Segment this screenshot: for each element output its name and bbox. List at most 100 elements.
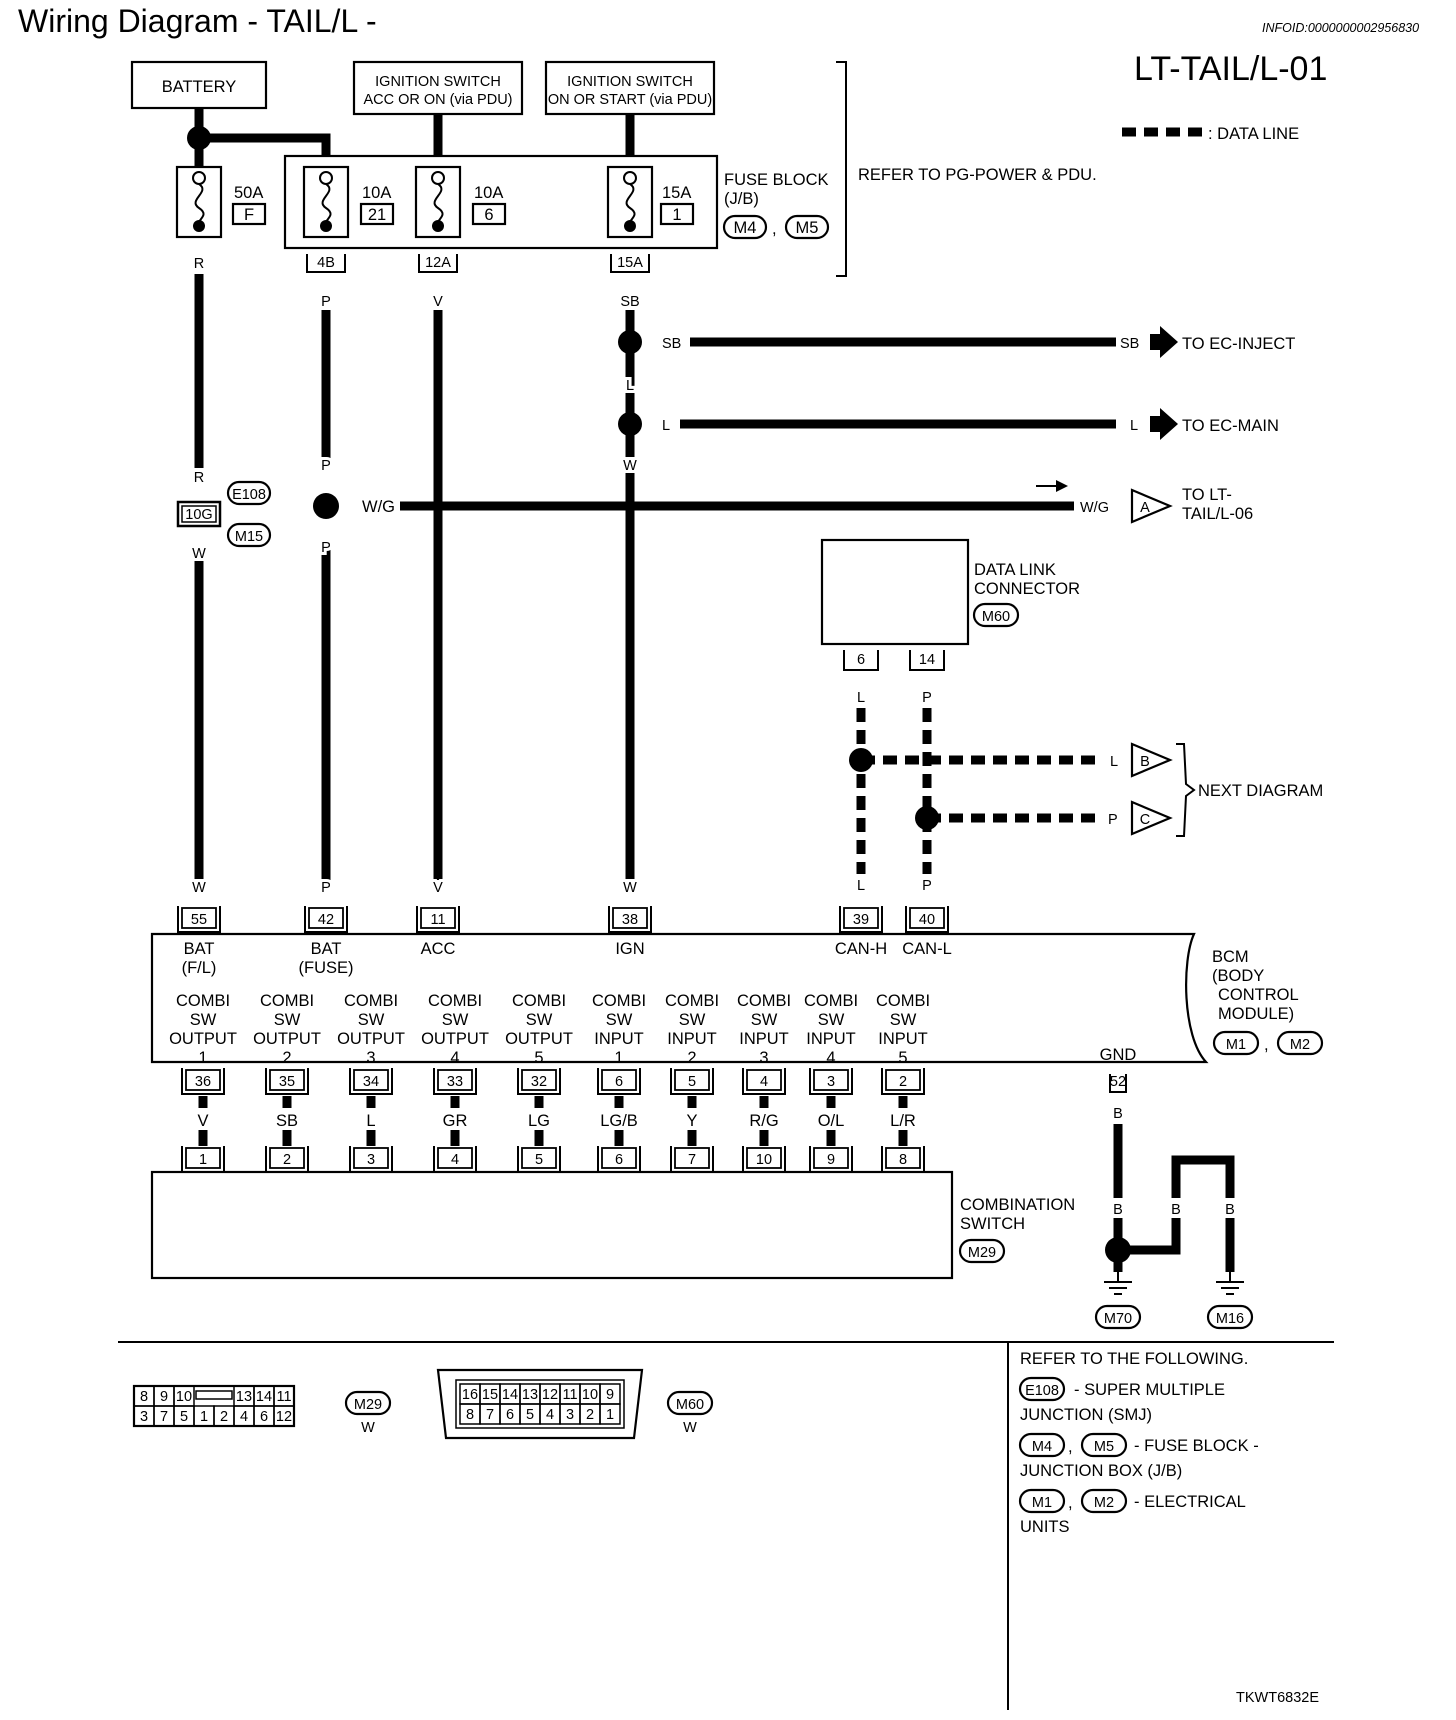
svg-text:,: , xyxy=(1068,1494,1073,1512)
bcm-top-pin-38: 38 xyxy=(608,906,652,933)
bcm-conn-m1: M1 xyxy=(1226,1037,1246,1053)
bcm-top-pin-38-label: 38 xyxy=(622,912,638,928)
fuse-10a-6-id: 6 xyxy=(484,206,493,224)
bcm-combi-pin-label: 6 xyxy=(615,1074,623,1090)
bcm-combi-pin: 35 xyxy=(265,1068,309,1095)
info-id: INFOID:0000000002956830 xyxy=(1262,21,1419,35)
m60-cavity: 8 xyxy=(466,1407,474,1423)
m29-view-color: W xyxy=(361,1420,375,1436)
m29-cavity: 12 xyxy=(276,1409,292,1425)
wire-w-4: W xyxy=(623,880,637,896)
ground-wire-b-3: B xyxy=(1171,1202,1181,1218)
fuse-block-conn-m4: M4 xyxy=(734,219,757,237)
fuse-10a-21-icon xyxy=(302,165,350,239)
arrow-ec-main-icon xyxy=(1150,408,1178,440)
ign-switch-acc-label-1: IGNITION SWITCH xyxy=(375,74,501,90)
ground-wires xyxy=(1104,1074,1244,1295)
bcm-ign: IGN xyxy=(615,940,644,958)
main-wires xyxy=(194,274,1116,880)
bcm-combi-label: 3 xyxy=(366,1049,375,1067)
combi-switch-pin-label: 1 xyxy=(199,1152,207,1168)
conn-e108: E108 xyxy=(232,487,266,503)
combi-switch-pin: 8 xyxy=(881,1146,925,1173)
dlc-pin-6: 6 xyxy=(857,652,865,668)
m60-cavity: 13 xyxy=(522,1387,538,1403)
branch-conn-b: B xyxy=(1140,754,1150,770)
fuse-15a-1-icon xyxy=(606,165,654,239)
wire-sb-3: SB xyxy=(1120,336,1139,352)
refer-m1-desc: - ELECTRICAL xyxy=(1134,1493,1246,1511)
next-diagram: NEXT DIAGRAM xyxy=(1198,782,1323,800)
branch-conn-c: C xyxy=(1140,812,1150,828)
bcm-combi-label: COMBI xyxy=(428,992,482,1010)
wire-r-2: R xyxy=(194,470,204,486)
bcm-combi-pin-label: 2 xyxy=(899,1074,907,1090)
ign-switch-start-label-1: IGNITION SWITCH xyxy=(567,74,693,90)
refer-m2: M2 xyxy=(1094,1495,1114,1511)
bcm-top-pin-39-label: 39 xyxy=(853,912,869,928)
refer-bracket xyxy=(836,61,847,277)
fuse-10a-6-icon xyxy=(414,165,462,239)
ground-wire-b-2: B xyxy=(1113,1202,1123,1218)
combi-wire-color: O/L xyxy=(818,1112,845,1130)
connector-a-icon xyxy=(1130,488,1173,524)
fuse-15a-1-id: 1 xyxy=(672,206,681,224)
bcm-combi-label: INPUT xyxy=(806,1030,856,1048)
combi-switch-pin-label: 2 xyxy=(283,1152,291,1168)
bcm-top-pin-55-label: 55 xyxy=(191,912,207,928)
diagram-id: LT-TAIL/L-01 xyxy=(1134,50,1327,88)
bcm-combi-pin: 2 xyxy=(881,1068,925,1095)
wire-l-dlc-3: L xyxy=(1110,754,1118,770)
wire-v-2: V xyxy=(433,880,443,896)
bcm-name-3: CONTROL xyxy=(1218,986,1299,1004)
bcm-bat-fl-2: (F/L) xyxy=(182,959,217,977)
bcm-combi-pin: 4 xyxy=(742,1068,786,1095)
bcm-combi-label: COMBI xyxy=(512,992,566,1010)
refer-e108-desc: - SUPER MULTIPLE xyxy=(1074,1381,1225,1399)
pin-4b: 4B xyxy=(317,255,335,271)
dlc-conn-m60: M60 xyxy=(982,609,1010,625)
ign-switch-acc-label-2: ACC OR ON (via PDU) xyxy=(363,92,512,108)
bcm-combi-label: SW xyxy=(274,1011,301,1029)
combi-switch-pin-label: 10 xyxy=(756,1152,772,1168)
wire-p-dlc-3: P xyxy=(1108,812,1118,828)
m29-cavity: 11 xyxy=(276,1389,291,1405)
m29-cavity: 7 xyxy=(160,1409,168,1425)
can-data-lines xyxy=(849,708,1098,874)
combi-wire-color: LG/B xyxy=(600,1112,638,1130)
fuse-15a-1-amp: 15A xyxy=(662,184,691,202)
m29-cavity: 3 xyxy=(140,1409,148,1425)
pin-15a: 15A xyxy=(617,255,643,271)
m29-cavity: 9 xyxy=(160,1389,168,1405)
bcm-combi-pin-label: 36 xyxy=(195,1074,211,1090)
fuse-10a-21-amp: 10A xyxy=(362,184,391,202)
wire-w-2: W xyxy=(192,546,206,562)
dlc-label-2: CONNECTOR xyxy=(974,580,1080,598)
wire-p-4: P xyxy=(321,880,331,896)
bcm-combi-label: SW xyxy=(190,1011,217,1029)
refer-title: REFER TO THE FOLLOWING. xyxy=(1020,1350,1248,1368)
bcm-combi-label: OUTPUT xyxy=(337,1030,405,1048)
bcm-combi-label: 2 xyxy=(282,1049,291,1067)
bcm-can-h: CAN-H xyxy=(835,940,887,958)
m29-cavity: 10 xyxy=(176,1389,192,1405)
bcm-combi-pin-label: 4 xyxy=(760,1074,768,1090)
wire-p-3: P xyxy=(321,540,331,556)
bcm-combi-label: COMBI xyxy=(260,992,314,1010)
fuse-50a-id: F xyxy=(244,206,254,224)
bcm-combi-label: COMBI xyxy=(665,992,719,1010)
bcm-combi-label: SW xyxy=(751,1011,778,1029)
bcm-combi-label: 4 xyxy=(826,1049,835,1067)
bcm-combi-label: SW xyxy=(890,1011,917,1029)
bcm-combi-label: 4 xyxy=(450,1049,459,1067)
refer-e108: E108 xyxy=(1025,1383,1059,1399)
refer-m5: M5 xyxy=(1094,1439,1114,1455)
bcm-combi-pin: 5 xyxy=(670,1068,714,1095)
wire-l-dlc-1: L xyxy=(857,690,865,706)
bcm-conn-m2: M2 xyxy=(1290,1037,1310,1053)
combi-switch-pin: 4 xyxy=(433,1146,477,1173)
fuse-block-label-1: FUSE BLOCK xyxy=(724,171,829,189)
bcm-top-pin-40: 40 xyxy=(905,906,949,933)
bcm-top-pin-39: 39 xyxy=(839,906,883,933)
